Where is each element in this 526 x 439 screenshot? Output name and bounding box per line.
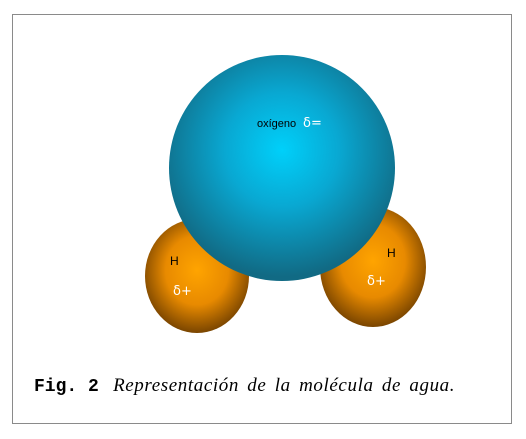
figure-caption-text: Representación de la molécula de agua. <box>113 375 456 396</box>
oxygen-name-label: oxígeno <box>257 118 296 130</box>
oxygen-charge-label: δ= <box>303 116 322 131</box>
oxygen-atom <box>169 55 395 281</box>
hydrogen-right-charge-label: δ+ <box>367 274 386 289</box>
figure-caption: Fig. 2 Representación de la molécula de … <box>34 372 474 401</box>
figure-number-label: Fig. 2 <box>34 377 99 397</box>
hydrogen-left-charge-label: δ+ <box>173 284 192 299</box>
hydrogen-left-name-label: H <box>170 254 179 268</box>
hydrogen-right-name-label: H <box>387 246 396 260</box>
